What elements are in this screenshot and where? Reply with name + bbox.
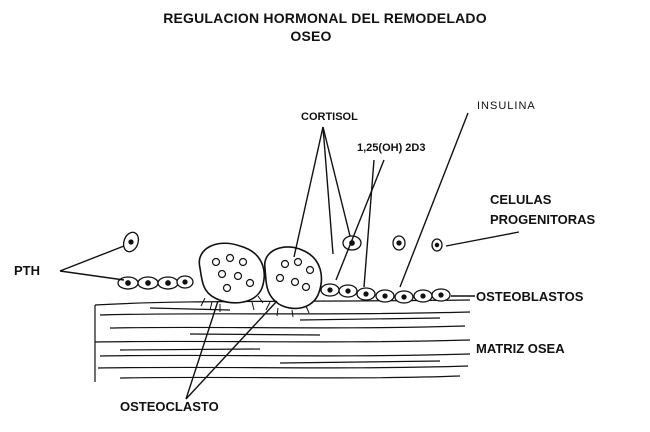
label-matriz-osea: MATRIZ OSEA <box>476 341 565 356</box>
label-osteoclasto: OSTEOCLASTO <box>120 399 219 414</box>
label-osteoblastos: OSTEOBLASTOS <box>476 289 583 304</box>
label-insulina: INSULINA <box>477 100 536 112</box>
label-celulas: CELULAS <box>490 192 551 207</box>
label-pth: PTH <box>14 263 40 278</box>
bone-matrix <box>95 300 470 382</box>
label-vitamin-d: 1,25(OH) 2D3 <box>357 142 425 154</box>
label-progenitoras: PROGENITORAS <box>490 212 595 227</box>
label-cortisol: CORTISOL <box>301 111 358 123</box>
osteoblast-row-left <box>118 276 193 289</box>
